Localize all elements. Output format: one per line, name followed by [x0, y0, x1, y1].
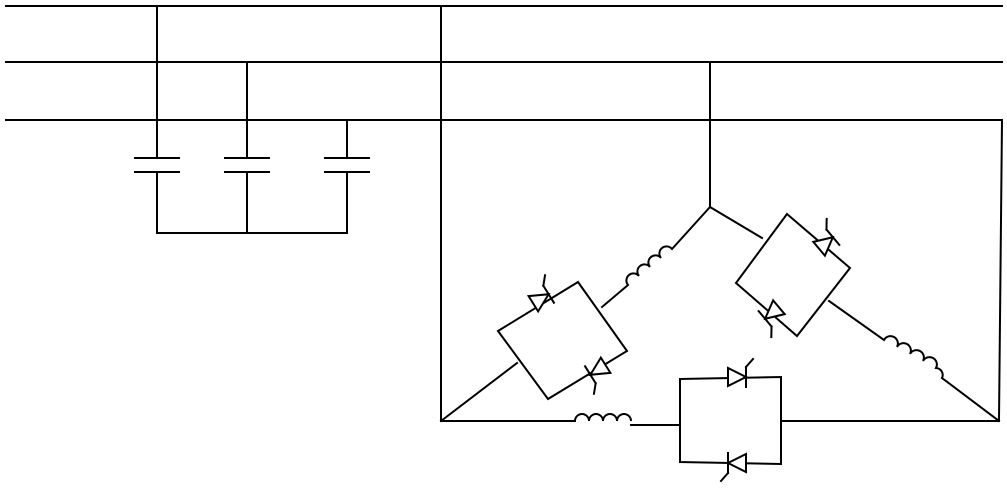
thyristor-left-1: [522, 274, 561, 314]
thyristor-bottom-1: [727, 358, 754, 388]
capacitor-2: [224, 157, 270, 173]
capacitor-1: [134, 157, 180, 173]
thyristor-bottom-2: [720, 452, 747, 482]
reactor-right: [883, 335, 944, 379]
tcr-branch-right: [708, 205, 1001, 423]
capacitor-3: [324, 157, 370, 173]
tcr-branch-bottom: [440, 358, 1000, 482]
reactor-bottom: [574, 413, 632, 422]
capacitor-bank: [134, 5, 370, 234]
thyristor-right-2: [752, 298, 792, 339]
busbar-group: [5, 5, 1003, 121]
reactor-left: [625, 245, 673, 286]
tcr-branch-left: [439, 205, 712, 423]
tcr-feeders: [440, 5, 1004, 422]
